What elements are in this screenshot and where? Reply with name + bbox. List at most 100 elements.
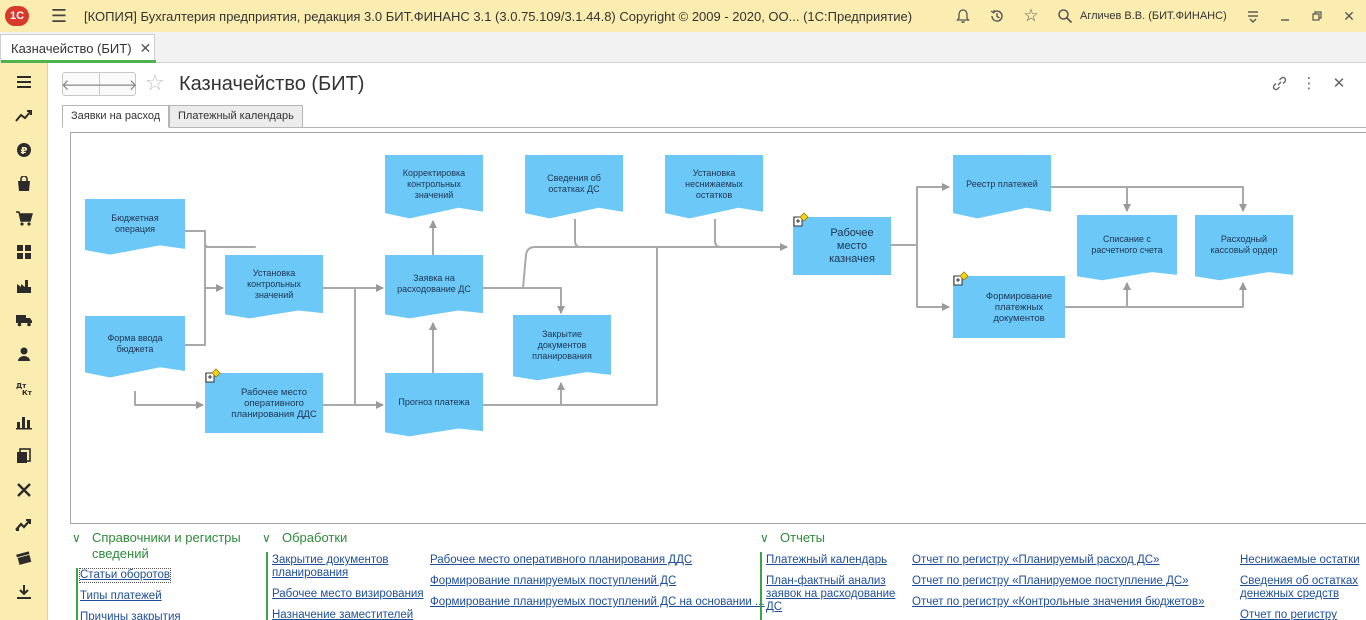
tab-payment-calendar[interactable]: Платежный календарь (169, 105, 303, 128)
sidebar-export-icon[interactable] (0, 575, 48, 609)
node-close-planning-documents[interactable]: Закрытие документов планирования (513, 315, 611, 381)
sidebar-budgeting-icon[interactable] (0, 507, 48, 541)
main-menu-icon[interactable]: ☰ (50, 5, 68, 26)
process-icon (953, 271, 969, 286)
panel-directories-header[interactable]: ∨ Справочники и регистры сведений (72, 530, 252, 562)
window-title: [КОПИЯ] Бухгалтерия предприятия, редакци… (84, 8, 913, 24)
node-budget-form[interactable]: Форма ввода бюджета (85, 316, 185, 378)
node-budget-operation[interactable]: Бюджетная операция (85, 199, 185, 255)
sidebar-salary-icon[interactable] (0, 337, 48, 371)
panel-processing-header[interactable]: ∨ Обработки (262, 530, 347, 546)
link-min-balances[interactable]: Неснижаемые остатки (1240, 554, 1360, 566)
process-icon (793, 212, 809, 227)
sidebar-sales-icon[interactable] (0, 167, 48, 201)
panel-processing-title: Обработки (282, 530, 348, 545)
panel-directories: ∨ Справочники и регистры сведений Статьи… (72, 530, 252, 620)
panel-accent-bar (266, 552, 268, 620)
node-correct-control-values[interactable]: Корректировка контрольных значений (385, 155, 483, 219)
sidebar-reports-icon[interactable] (0, 405, 48, 439)
forward-arrow-icon[interactable]: 🡒 (97, 73, 138, 95)
close-window-icon[interactable]: ✕ (1343, 7, 1355, 24)
tab-expense-requests[interactable]: Заявки на расход (62, 105, 170, 128)
link-close-planning-documents[interactable]: Закрытие документов планирования (272, 554, 389, 579)
sidebar-purchases-icon[interactable] (0, 201, 48, 235)
node-payment-registry[interactable]: Реестр платежей (953, 155, 1051, 219)
notifications-bell-icon[interactable] (946, 0, 980, 32)
title-bar-actions: ☆ (946, 0, 1082, 32)
sidebar-main-menu-icon[interactable] (0, 65, 48, 99)
chevron-down-icon: ∨ (262, 531, 271, 545)
close-form-icon[interactable]: ✕ (1332, 75, 1346, 92)
panel-accent-bar (760, 552, 762, 620)
title-bar: 1С ☰ [КОПИЯ] Бухгалтерия предприятия, ре… (0, 0, 1366, 32)
sidebar-bank-cash-icon[interactable]: ₽ (0, 133, 48, 167)
open-windows-bar: Казначейство (БИТ) ✕ (0, 32, 1366, 63)
node-cash-expense-order[interactable]: Расходный кассовый ордер (1195, 215, 1293, 281)
minimize-icon[interactable] (1269, 0, 1301, 32)
sidebar-warehouse-icon[interactable] (0, 235, 48, 269)
add-to-favorites-star-icon[interactable]: ☆ (145, 70, 165, 95)
panel-reports-title: Отчеты (780, 530, 825, 545)
link-payment-calendar[interactable]: Платежный календарь (766, 554, 888, 566)
app-logo[interactable]: 1С (0, 0, 34, 32)
process-icon (205, 368, 221, 383)
chevron-down-icon: ∨ (760, 531, 769, 545)
logo-1c: 1С (5, 6, 29, 26)
node-control-values[interactable]: Установка контрольных значений (225, 255, 323, 319)
panel-reports-header[interactable]: ∨ Отчеты (760, 530, 825, 546)
close-tab-icon[interactable]: ✕ (139, 40, 152, 56)
chevron-down-icon: ∨ (72, 531, 81, 545)
history-icon[interactable] (980, 0, 1014, 32)
link-form-planned-receipts[interactable]: Формирование планируемых поступлений ДС (430, 575, 677, 587)
restore-icon[interactable] (1301, 0, 1333, 32)
sidebar-dashboard-icon[interactable] (0, 99, 48, 133)
node-expense-request[interactable]: Заявка на расходование ДС (385, 255, 483, 319)
history-navigation: 🡐 🡒 (60, 72, 138, 96)
process-diagram: Бюджетная операция Форма ввода бюджета У… (70, 132, 1366, 524)
search-icon[interactable] (1048, 0, 1082, 32)
node-bank-writeoff[interactable]: Списание с расчетного счета (1077, 215, 1177, 281)
link-cash-balance-info[interactable]: Сведения об остатках денежных средств (1240, 575, 1359, 600)
node-operational-planning-workplace[interactable]: Рабочее место оперативного планирования … (205, 368, 323, 433)
node-treasurer-workplace[interactable]: Рабочее место казначея (793, 212, 891, 275)
link-plan-fact-analysis[interactable]: План-фактный анализ заявок на расходован… (766, 575, 896, 613)
more-actions-icon[interactable]: ⋮ (1301, 75, 1317, 92)
link-assign-deputies[interactable]: Назначение заместителей (272, 609, 414, 620)
link-op-planning-workplace[interactable]: Рабочее место оперативного планирования … (430, 554, 693, 566)
window-controls: ✕ (1237, 0, 1365, 32)
sidebar-treasury-icon[interactable] (0, 541, 48, 575)
svg-text:₽: ₽ (21, 146, 28, 157)
node-form-payment-documents[interactable]: Формирование платежных документов (953, 271, 1065, 338)
link-payment-types[interactable]: Типы платежей (80, 590, 162, 602)
link-turnover-items[interactable]: Статьи оборотов (78, 568, 172, 583)
current-user[interactable]: Агличев В.В. (БИТ.ФИНАНС) (1080, 10, 1227, 22)
open-tab-treasury[interactable]: Казначейство (БИТ) ✕ (0, 34, 156, 63)
panel-reports: ∨ Отчеты Платежный календарь План-фактны… (760, 530, 1366, 620)
panel-directories-title: Справочники и регистры сведений (92, 530, 241, 561)
link-form-planned-receipts-based[interactable]: Формирование планируемых поступлений ДС … (430, 596, 765, 608)
link-icon[interactable] (1268, 72, 1290, 94)
favorites-star-icon[interactable]: ☆ (1023, 6, 1039, 25)
node-payment-forecast[interactable]: Прогноз платежа (385, 373, 483, 437)
panel-processing: ∨ Обработки Закрытие документов планиров… (262, 530, 765, 620)
panel-accent-bar (76, 568, 78, 620)
page-title: Казначейство (БИТ) (179, 73, 365, 95)
sidebar-admin-icon[interactable] (0, 473, 48, 507)
link-close-reasons[interactable]: Причины закрытия (80, 611, 181, 620)
link-report-planned-receipt[interactable]: Отчет по регистру «Планируемое поступлен… (912, 575, 1189, 587)
node-cash-balance[interactable]: Сведения об остатках ДС (525, 155, 623, 219)
link-report-planned-expense[interactable]: Отчет по регистру «Планируемый расход ДС… (912, 554, 1160, 566)
back-arrow-icon[interactable]: 🡐 (60, 76, 102, 94)
sidebar-fixed-assets-icon[interactable] (0, 303, 48, 337)
link-register-report[interactable]: Отчет по регистру (1240, 609, 1337, 620)
svg-text:Дт: Дт (16, 382, 27, 390)
link-report-budget-control[interactable]: Отчет по регистру «Контрольные значения … (912, 596, 1205, 608)
link-approval-workplace[interactable]: Рабочее место визирования (272, 588, 424, 600)
form-tabs: Заявки на расход Платежный календарь (62, 105, 1366, 128)
settings-menu-icon[interactable] (1237, 0, 1269, 32)
sidebar-production-icon[interactable] (0, 269, 48, 303)
sidebar-directories-icon[interactable] (0, 439, 48, 473)
node-min-balances[interactable]: Установка неснижаемых остатков (665, 155, 763, 219)
